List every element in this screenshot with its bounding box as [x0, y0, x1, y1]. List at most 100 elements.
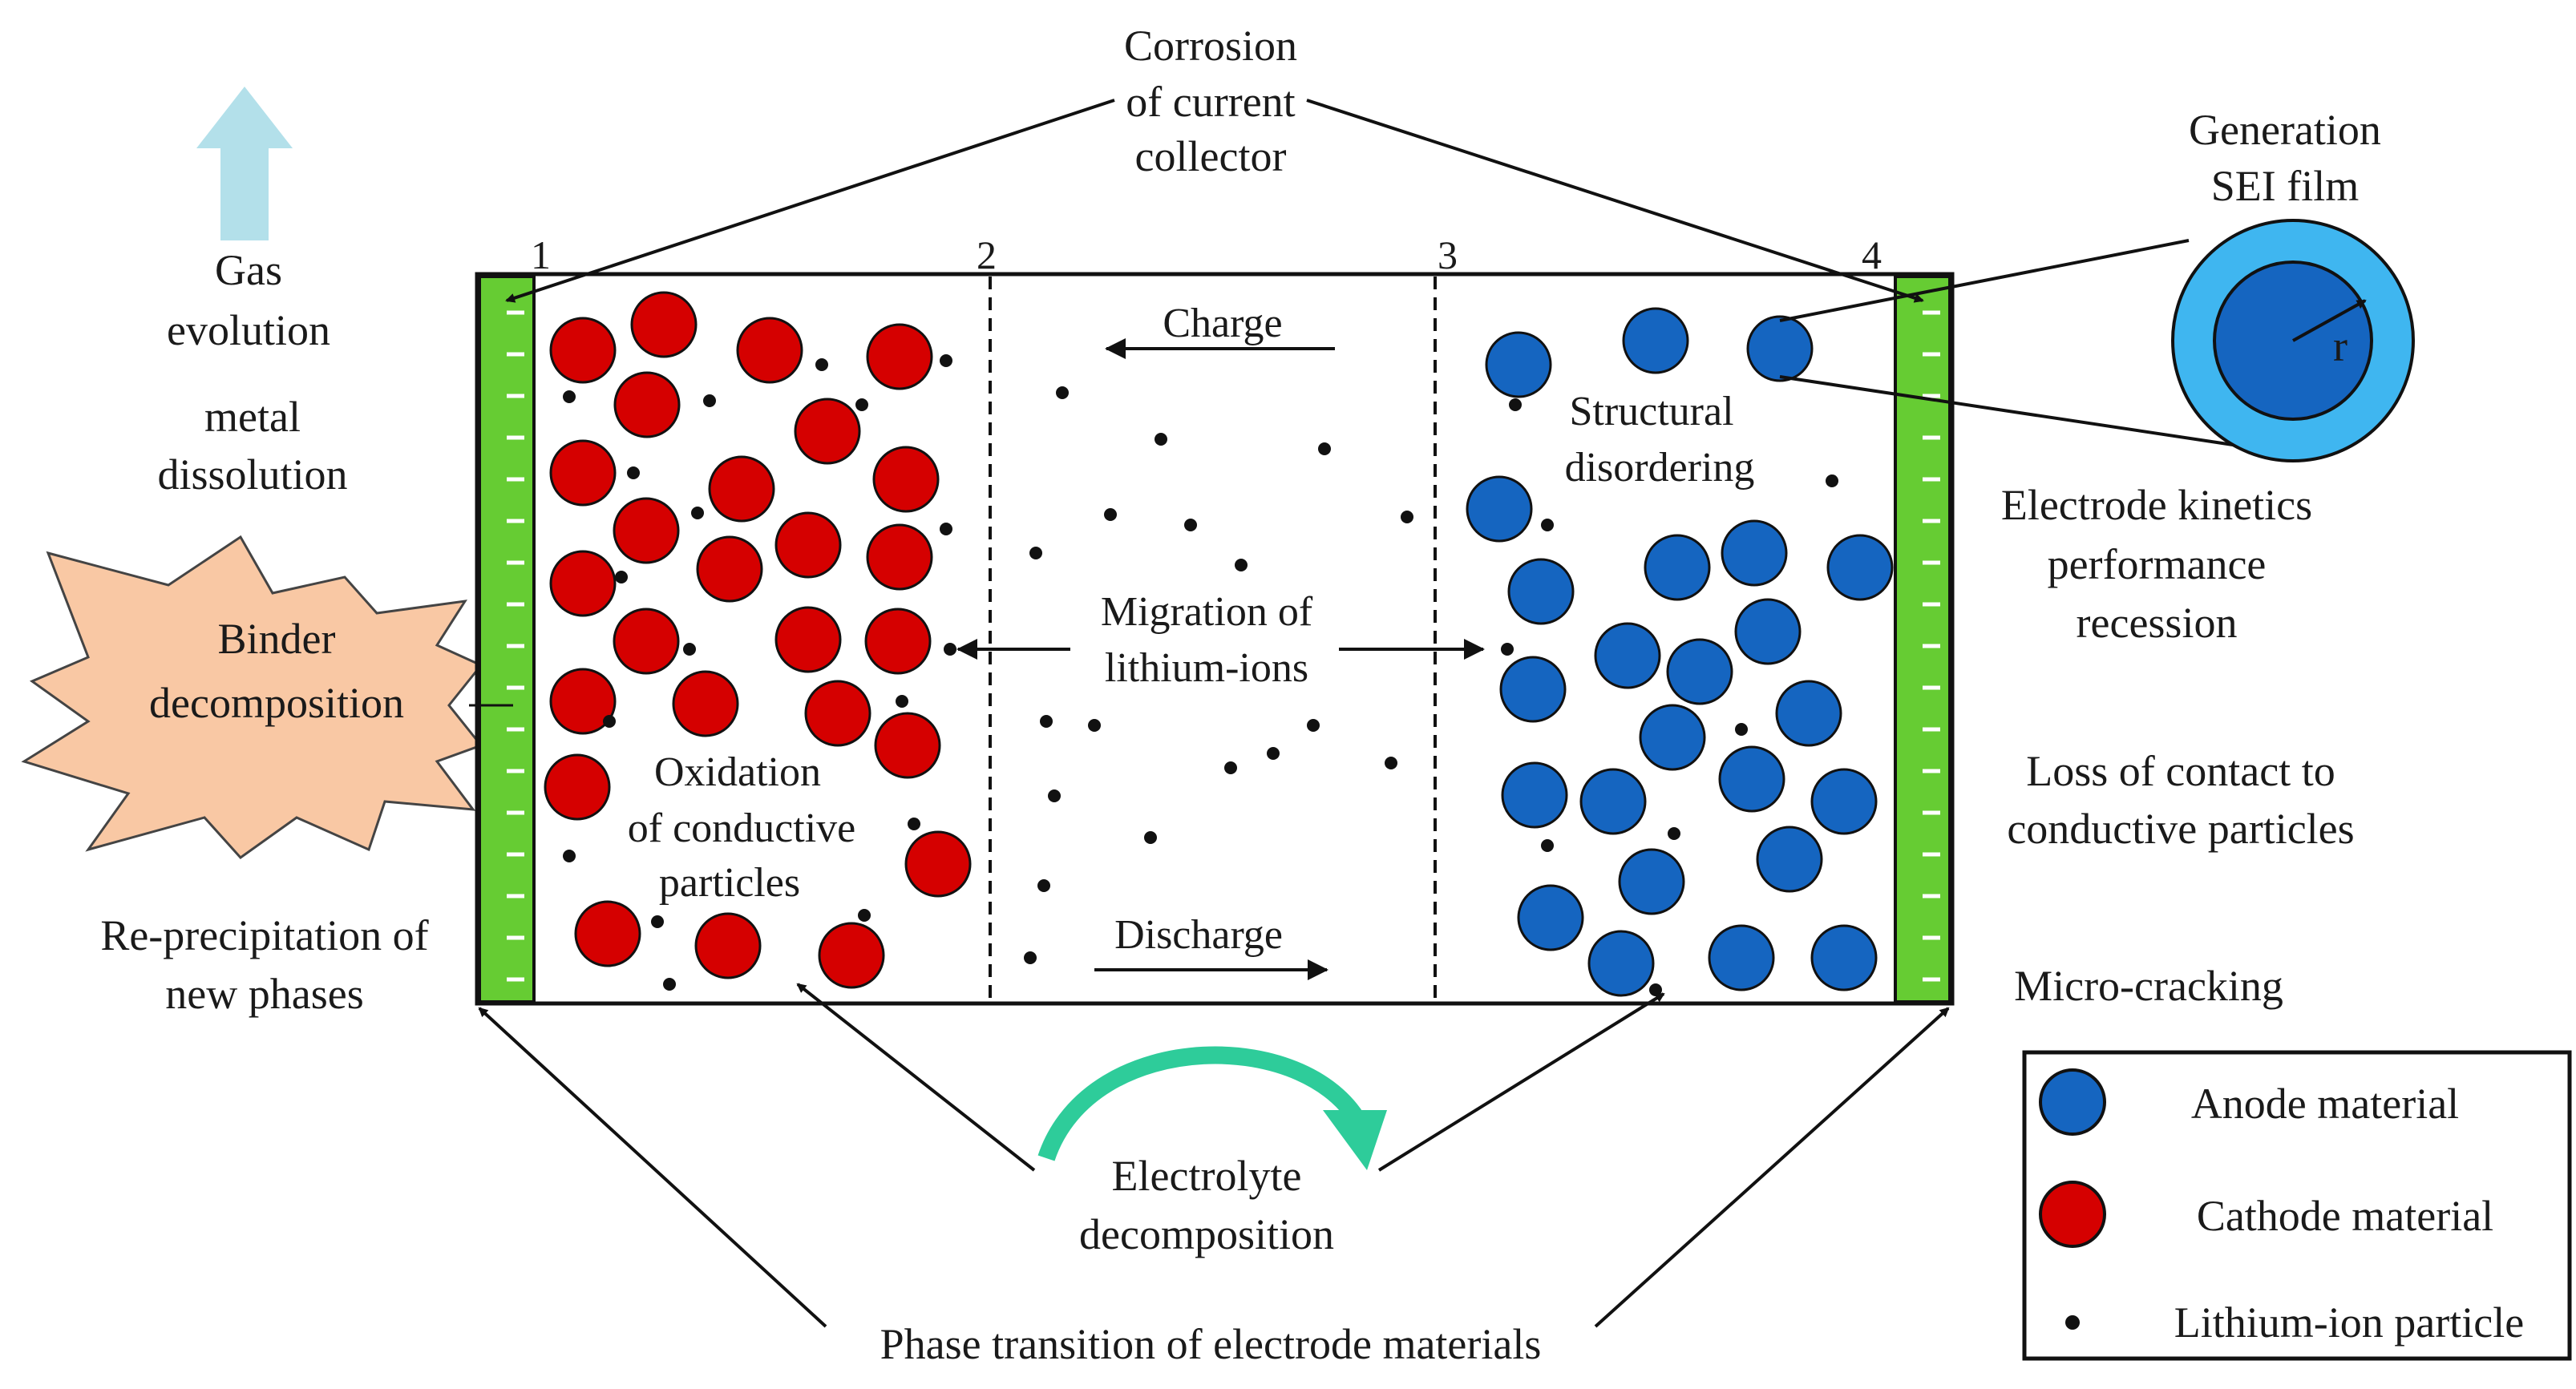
lithium-ion-particle — [1144, 831, 1157, 844]
lithium-ion-particle — [1541, 519, 1554, 531]
structural-label-line1: Structural — [1569, 389, 1733, 434]
lithium-ion-particle — [1040, 715, 1053, 728]
oxidation-label-line1: Oxidation — [654, 749, 821, 795]
lithium-ion-particle — [1048, 789, 1061, 802]
binder-label-line1: Binder — [218, 615, 336, 663]
cathode-particle — [613, 371, 681, 438]
lithium-ion-particle — [815, 358, 828, 371]
cathode-particle — [574, 900, 641, 967]
electrolyte-label-line2: decomposition — [1079, 1210, 1334, 1258]
lithium-ion-particle — [1509, 398, 1522, 411]
lithium-ion-particle — [940, 354, 952, 367]
anode-particle — [1810, 924, 1878, 991]
lithium-ion-particle — [940, 523, 952, 535]
lithium-ion-particle — [627, 466, 640, 479]
lithium-ion-particle — [1385, 757, 1397, 769]
electrolyte-pointer-right — [1377, 992, 1665, 1172]
anode-particle — [1485, 331, 1552, 398]
lithium-ion-particle — [1029, 547, 1042, 559]
kinetics-label-line1: Electrode kinetics — [2001, 481, 2312, 529]
legend-ion-label: Lithium-ion particle — [2174, 1298, 2524, 1347]
anode-particle — [1708, 924, 1775, 991]
cathode-particles — [544, 291, 972, 989]
reprecipitation-line1: Re-precipitation of — [100, 911, 428, 959]
cathode-particle — [694, 912, 762, 979]
lithium-ion-particle — [1735, 723, 1748, 736]
sei-radius-line — [2292, 299, 2367, 342]
anode-particle — [1734, 598, 1802, 665]
anode-particle — [1579, 768, 1647, 835]
lithium-ion-particle — [944, 643, 956, 656]
cathode-particle — [794, 398, 861, 465]
anode-particle — [1507, 558, 1575, 625]
cathode-particle — [736, 317, 803, 384]
gas-evolution-line2: evolution — [167, 306, 330, 354]
electrolyte-label-line1: Electrolyte — [1112, 1152, 1302, 1200]
cathode-particle — [549, 550, 617, 617]
migration-label-line1: Migration of — [1101, 589, 1313, 635]
lithium-ion-particle — [703, 394, 716, 407]
legend-ion-marker — [2065, 1315, 2080, 1330]
lithium-ion-particle — [1267, 747, 1280, 760]
cathode-particle — [696, 535, 763, 603]
anode-particle — [1826, 534, 1894, 601]
sei-zoom-line-bottom — [1779, 375, 2234, 446]
anode-particle — [1499, 656, 1567, 723]
binder-label-line2: decomposition — [149, 679, 404, 727]
legend-cathode-label: Cathode material — [2197, 1192, 2493, 1240]
legend-cathode-marker — [2039, 1181, 2106, 1248]
anode-particle — [1756, 826, 1823, 893]
cathode-particle — [804, 680, 871, 747]
cathode-particle — [866, 323, 933, 390]
lithium-ion-particle — [1024, 951, 1037, 964]
electrolyte-curved-arrow — [1037, 1046, 1371, 1161]
corrosion-pointer-right — [1306, 99, 1924, 303]
cathode-particle — [818, 922, 885, 989]
cathode-particle — [774, 606, 842, 673]
lithium-ion-particle — [1184, 519, 1197, 531]
anode-particle — [1622, 307, 1689, 374]
cathode-particle — [708, 455, 775, 523]
lithium-ion-particle — [615, 571, 628, 583]
contact-label-line1: Loss of contact to — [2026, 747, 2335, 795]
micro-cracking-label: Micro-cracking — [2014, 962, 2283, 1010]
kinetics-label-line2: performance — [2048, 540, 2267, 588]
legend-anode-marker — [2039, 1068, 2106, 1136]
lithium-ion-particle — [691, 507, 704, 519]
cathode-particle — [549, 439, 617, 507]
region-number-1: 1 — [531, 232, 551, 277]
cathode-particle — [544, 753, 611, 821]
anode-particle — [1639, 704, 1706, 771]
cathode-particle — [549, 668, 617, 735]
sei-radius-label: r — [2333, 322, 2348, 370]
reprecipitation-line2: new phases — [165, 970, 363, 1018]
electrolyte-pointer-left — [796, 983, 1036, 1172]
cathode-particle — [872, 446, 940, 513]
anode-particle — [1721, 519, 1788, 587]
charge-label: Charge — [1163, 301, 1282, 346]
lithium-ion-particle — [563, 850, 576, 862]
corrosion-label-line2: of current — [1126, 78, 1295, 126]
lithium-ion-particle — [663, 978, 676, 991]
phase-pointer-right — [1594, 1007, 1950, 1328]
anode-particle — [1517, 884, 1584, 951]
lithium-ion-particle — [1401, 511, 1413, 523]
lithium-ion-particle — [563, 390, 576, 403]
electrolyte-arrow-head — [1323, 1110, 1387, 1170]
right-current-collector — [1894, 275, 1951, 1003]
cathode-particle — [630, 291, 698, 358]
lithium-ion-particle — [1088, 719, 1101, 732]
anode-particle — [1644, 534, 1711, 601]
corrosion-label-line3: collector — [1135, 132, 1287, 180]
sei-label-line1: Generation — [2189, 106, 2381, 154]
collector-ticks — [507, 310, 1940, 982]
cathode-particle — [866, 523, 933, 591]
cathode-particle — [774, 511, 842, 579]
lithium-ion-particle — [1501, 643, 1514, 656]
kinetics-label-line3: recession — [2077, 599, 2238, 647]
anode-particles — [1466, 307, 1894, 997]
left-current-collector — [478, 275, 536, 1003]
lithium-ion-particle — [858, 909, 871, 922]
cathode-particle — [904, 830, 972, 898]
